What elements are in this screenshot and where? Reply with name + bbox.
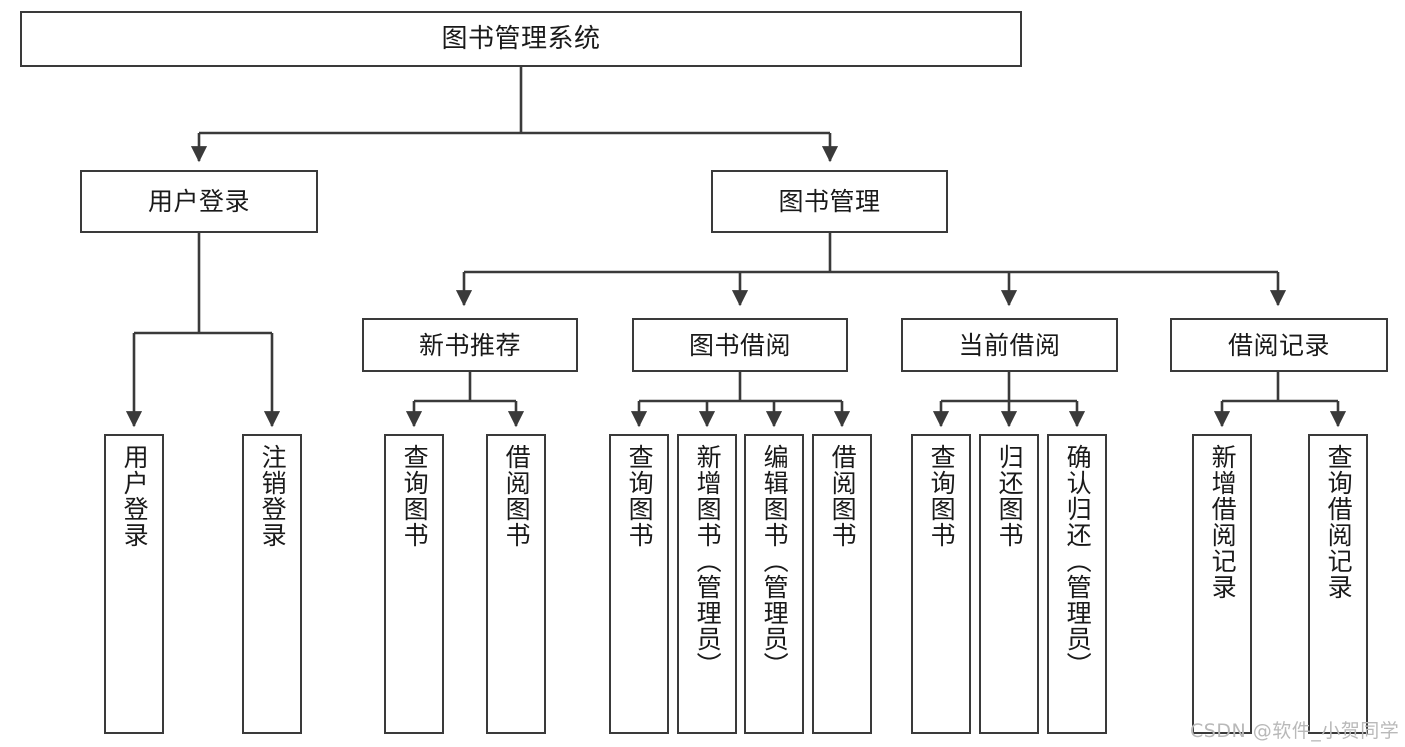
node-label: 查询借阅记录 (1324, 444, 1354, 600)
node-leaf-query-book-2[interactable]: 查询图书 (609, 434, 669, 734)
node-book-management[interactable]: 图书管理 (711, 170, 948, 233)
node-current-borrow[interactable]: 当前借阅 (901, 318, 1118, 372)
node-book-borrow[interactable]: 图书借阅 (632, 318, 848, 372)
node-label: 新增图书（管理员） (693, 444, 723, 678)
node-label: 查询图书 (625, 444, 655, 548)
node-label: 用户登录 (147, 187, 250, 216)
node-leaf-add-record[interactable]: 新增借阅记录 (1192, 434, 1252, 734)
node-borrow-record[interactable]: 借阅记录 (1170, 318, 1388, 372)
node-label: 新书推荐 (418, 330, 521, 360)
node-label: 当前借阅 (958, 330, 1061, 360)
node-label: 图书借阅 (688, 330, 791, 360)
node-label: 图书管理 (778, 187, 881, 216)
node-leaf-borrow-book-1[interactable]: 借阅图书 (486, 434, 546, 734)
node-user-login[interactable]: 用户登录 (80, 170, 318, 233)
node-label: 确认归还（管理员） (1063, 444, 1093, 678)
node-label: 图书管理系统 (441, 23, 601, 54)
node-leaf-query-record[interactable]: 查询借阅记录 (1308, 434, 1368, 734)
node-root-book-management-system[interactable]: 图书管理系统 (20, 11, 1022, 67)
node-label: 借阅记录 (1227, 330, 1330, 360)
node-leaf-query-book-3[interactable]: 查询图书 (911, 434, 971, 734)
node-label: 借阅图书 (828, 444, 858, 548)
node-leaf-return-book[interactable]: 归还图书 (979, 434, 1039, 734)
node-label: 注销登录 (258, 444, 288, 548)
node-label: 查询图书 (927, 444, 957, 548)
node-leaf-add-book[interactable]: 新增图书（管理员） (677, 434, 737, 734)
node-label: 借阅图书 (502, 444, 532, 548)
node-leaf-user-login[interactable]: 用户登录 (104, 434, 164, 734)
node-label: 用户登录 (120, 444, 150, 548)
node-label: 归还图书 (995, 444, 1025, 548)
node-leaf-confirm-return[interactable]: 确认归还（管理员） (1047, 434, 1107, 734)
node-label: 编辑图书（管理员） (760, 444, 790, 678)
node-label: 新增借阅记录 (1208, 444, 1238, 600)
node-leaf-logout-login[interactable]: 注销登录 (242, 434, 302, 734)
csdn-watermark: CSDN @软件_小贺同学 (1190, 720, 1400, 742)
node-label: 查询图书 (400, 444, 430, 548)
node-leaf-edit-book[interactable]: 编辑图书（管理员） (744, 434, 804, 734)
node-leaf-query-book-1[interactable]: 查询图书 (384, 434, 444, 734)
node-leaf-borrow-book-2[interactable]: 借阅图书 (812, 434, 872, 734)
node-new-book-recommend[interactable]: 新书推荐 (362, 318, 578, 372)
